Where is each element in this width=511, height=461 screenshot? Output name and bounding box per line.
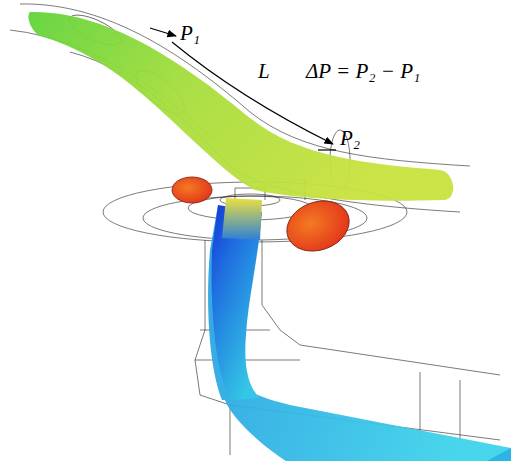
symbol-label: P₂ [340, 127, 360, 150]
outflow-stream [208, 205, 511, 461]
inflow-pipe [28, 12, 453, 201]
symbol-label: P₁ [180, 22, 200, 45]
vane-jet [280, 193, 357, 260]
formula-label: ΔP = P₂ − P₁ [306, 60, 420, 83]
measure-lines [150, 28, 336, 150]
vane-jet [172, 177, 212, 203]
symbol-label: L [258, 60, 270, 83]
wireframe [10, 4, 500, 455]
nozzle-core [222, 198, 262, 240]
